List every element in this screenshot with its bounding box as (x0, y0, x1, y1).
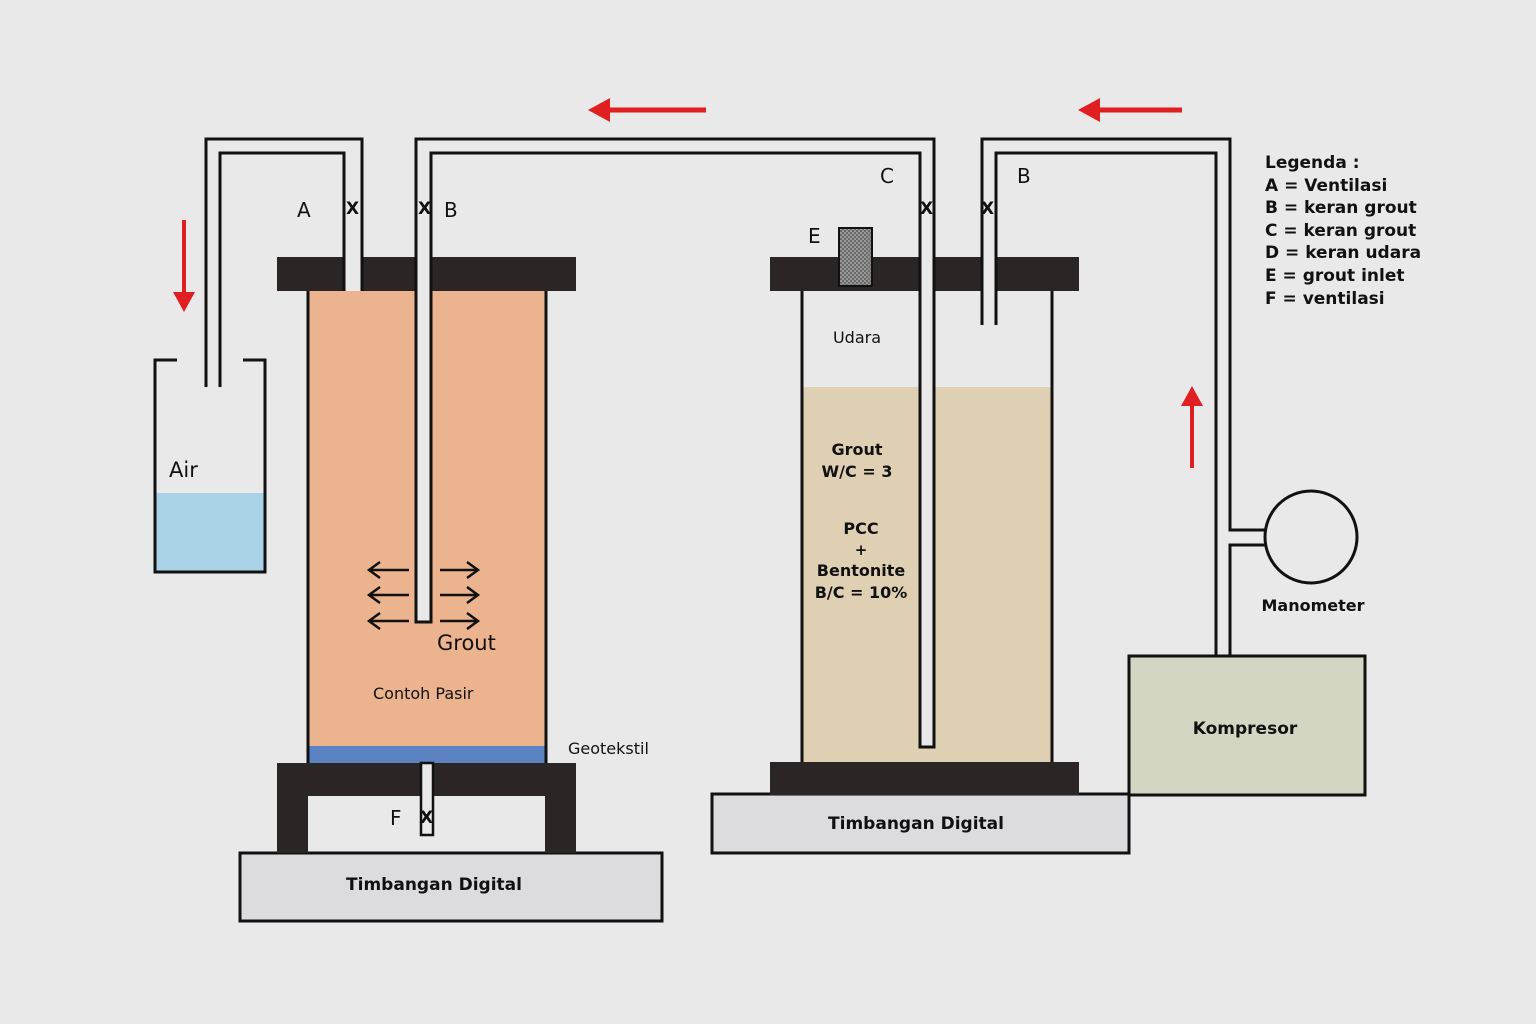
label-pcc: PCC (843, 519, 879, 538)
valve-x-c: X (920, 199, 934, 219)
legend-item-f: F = ventilasi (1265, 288, 1385, 309)
label-f: F (390, 806, 402, 830)
label-timbangan-right: Timbangan Digital (828, 814, 1004, 834)
compressor-box (1127, 654, 1367, 797)
legend-item-d: D = keran udara (1265, 243, 1422, 264)
arrow-left-1 (366, 560, 409, 580)
valve-x-a: X (346, 199, 360, 219)
arrow-left-3 (366, 611, 409, 631)
label-grout-arrows: Grout (437, 631, 496, 655)
flow-arrow-up-compressor (1181, 386, 1203, 468)
label-a: A (297, 198, 311, 222)
valve-x-f: X (420, 808, 434, 828)
label-grout-wc-2: W/C = 3 (821, 462, 893, 481)
label-bc-ratio: B/C = 10% (814, 583, 908, 602)
geotextile-layer (308, 746, 546, 763)
label-timbangan-left: Timbangan Digital (346, 875, 522, 895)
label-bentonite: Bentonite (816, 561, 906, 580)
right-column-bottom-base (770, 762, 1079, 795)
arrow-right-3 (440, 611, 481, 631)
label-contoh-pasir: Contoh Pasir (373, 684, 474, 703)
left-column-leg-left (277, 794, 308, 853)
air-pipe-b (980, 137, 1266, 656)
legend-item-e: E = grout inlet (1265, 265, 1405, 286)
label-udara: Udara (832, 328, 882, 347)
digital-scale-right (710, 792, 1131, 855)
water-container (153, 358, 267, 574)
label-kompresor: Kompresor (1192, 719, 1298, 739)
legend-item-a: A = Ventilasi (1265, 175, 1388, 196)
valve-x-b-right: X (981, 199, 995, 219)
digital-scale-left (238, 851, 664, 923)
flow-arrow-top-left (588, 98, 706, 122)
label-manometer: Manometer (1261, 596, 1365, 615)
label-geotekstil: Geotekstil (568, 739, 649, 758)
arrow-left-2 (366, 585, 409, 605)
label-pcc-plus: + (854, 541, 868, 559)
manometer-gauge (1263, 489, 1359, 585)
legend-item-c: C = keran grout (1265, 220, 1417, 241)
valve-x-b-left: X (418, 199, 432, 219)
legend: Legenda : A = Ventilasi B = keran grout … (1265, 152, 1421, 310)
grout-inlet-e (838, 227, 873, 287)
legend-item-b: B = keran grout (1265, 198, 1417, 219)
flow-arrow-down-air (173, 220, 195, 312)
legend-title: Legenda : (1265, 153, 1360, 173)
label-b-right: B (1017, 164, 1031, 188)
label-c: C (880, 164, 894, 188)
arrow-right-1 (440, 560, 481, 580)
label-air: Air (169, 458, 198, 482)
grout-flow-arrows (366, 560, 481, 631)
vent-pipe-f (419, 761, 435, 837)
pipe-a-vent (204, 137, 364, 387)
arrow-right-2 (440, 585, 481, 605)
label-grout-wc-1: Grout (831, 440, 883, 459)
label-e: E (808, 224, 821, 248)
left-column-leg-right (545, 794, 576, 853)
label-b-left: B (444, 198, 458, 222)
flow-arrow-top-right (1078, 98, 1182, 122)
water-fill (156, 493, 264, 571)
